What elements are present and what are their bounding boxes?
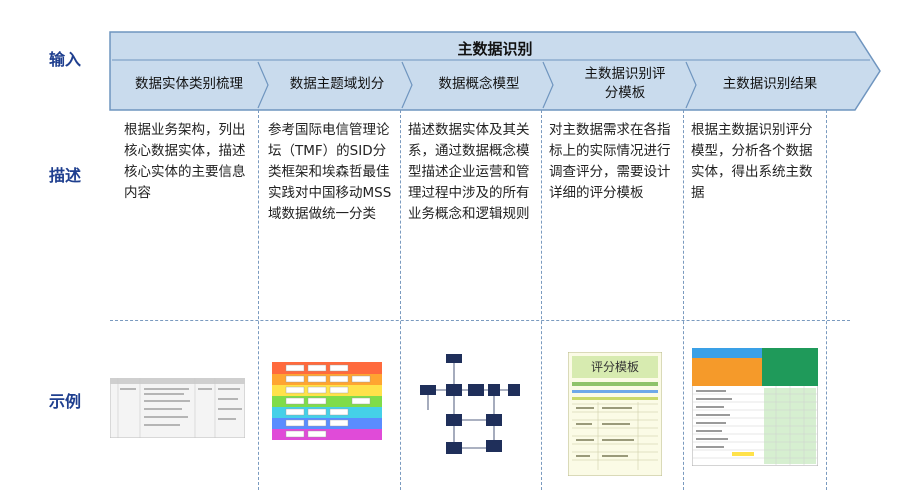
stage-chevron-2 <box>401 61 413 109</box>
column-separator-2 <box>400 110 401 490</box>
stage-desc-1: 根据业务架构，列出核心数据实体，描述核心实体的主要信息内容 <box>124 122 246 201</box>
stage-label-3: 数据概念模型 <box>438 75 520 92</box>
example-concept-model-thumbnail <box>420 354 520 454</box>
row-label-describe: 描述 <box>48 166 81 185</box>
banner-title: 主数据识别 <box>457 40 533 58</box>
stage-label-5: 主数据识别结果 <box>722 75 818 92</box>
stage-chevron-3 <box>542 61 554 109</box>
banner-arrow-shape <box>109 31 881 111</box>
example-domain-table-thumbnail <box>272 362 382 440</box>
row-label-input: 输入 <box>48 50 81 69</box>
row-separator <box>110 320 850 321</box>
example-identification-result-thumbnail <box>692 348 818 466</box>
stage-desc-3: 描述数据实体及其关系，通过数据概念模型描述企业运营和管理过程中涉及的所有业务概念… <box>408 122 530 222</box>
column-separator-4 <box>683 110 684 490</box>
example-scoring-template-thumbnail <box>568 352 662 476</box>
column-separator-1 <box>258 110 259 490</box>
column-separator-5 <box>826 110 827 490</box>
column-separator-3 <box>541 110 542 490</box>
stage-label-2: 数据主题域划分 <box>289 75 385 92</box>
stage-desc-2: 参考国际电信管理论坛（TMF）的SID分类框架和埃森哲最佳实践对中国移动MSS域… <box>268 122 392 222</box>
stage-desc-4: 对主数据需求在各指标上的实际情况进行调查评分，需要设计详细的评分模板 <box>549 122 671 201</box>
process-banner <box>109 31 881 111</box>
example-entity-list-thumbnail <box>110 378 245 438</box>
row-label-example: 示例 <box>48 392 81 411</box>
stage-chevron-1 <box>257 61 269 109</box>
stage-chevron-4 <box>685 61 697 109</box>
stage-label-4: 主数据识别评分模板 <box>584 66 666 101</box>
stage-desc-5: 根据主数据识别评分模型，分析各个数据实体，得出系统主数据 <box>691 122 813 201</box>
scoring-template-title: 评分模板 <box>590 360 639 374</box>
stage-label-1: 数据实体类别梳理 <box>135 75 243 92</box>
